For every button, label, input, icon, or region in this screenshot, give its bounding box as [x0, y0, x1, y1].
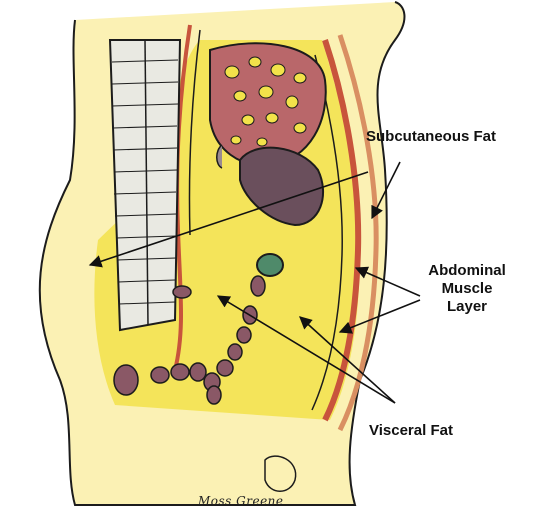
- label-line-2: Muscle: [412, 280, 522, 298]
- artist-signature: Moss Greene: [198, 494, 284, 508]
- label-subcutaneous-fat: Subcutaneous Fat: [366, 128, 496, 146]
- label-line-3: Layer: [412, 298, 522, 316]
- gallbladder: [257, 254, 283, 276]
- label-abdominal-muscle-layer: Abdominal Muscle Layer: [412, 262, 522, 316]
- label-line-1: Abdominal: [412, 262, 522, 280]
- label-visceral-fat: Visceral Fat: [369, 422, 453, 440]
